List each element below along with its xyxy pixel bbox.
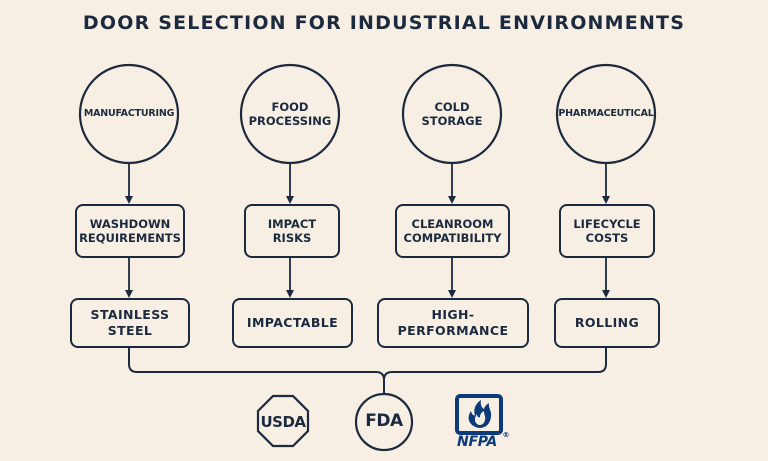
industry-circle — [78, 63, 180, 165]
diagram-shapes — [70, 63, 660, 348]
usda-logo-text: USDA — [260, 412, 306, 431]
diagram-title: DOOR SELECTION FOR INDUSTRIAL ENVIRONMEN… — [82, 12, 686, 34]
nfpa-logo-mark — [455, 394, 503, 435]
requirement-box — [559, 204, 655, 258]
requirement-label-line: REQUIREMENTS — [79, 231, 181, 245]
door-type-label: ROLLING — [555, 299, 659, 347]
industry-label-line: FOOD — [271, 99, 309, 114]
door-type-label-line: STEEL — [107, 323, 153, 338]
industry-circle — [555, 63, 657, 165]
industry-label: PHARMACEUTICAL — [558, 84, 654, 144]
fda-badge-outline — [354, 392, 414, 452]
industry-circle — [401, 63, 503, 165]
door-type-label-line: STAINLESS — [90, 307, 170, 323]
merge-connector — [128, 347, 607, 394]
requirement-label-line: WASHDOWN — [89, 216, 171, 231]
fda-logo-text: FDA — [365, 411, 403, 432]
door-type-label-line: IMPACTABLE — [246, 315, 339, 331]
industry-label-line: MANUFACTURING — [83, 108, 175, 120]
door-type-label-line: ROLLING — [574, 315, 640, 331]
nfpa-registered-mark: ® — [502, 430, 510, 439]
requirement-label-line: RISKS — [272, 231, 312, 245]
requirement-label-line: LIFECYCLE — [573, 216, 641, 231]
door-type-label: HIGH-PERFORMANCE — [378, 299, 528, 347]
door-type-box — [554, 298, 660, 348]
industry-label-line: COLD — [434, 99, 470, 114]
industry-circle — [239, 63, 341, 165]
connector-lines — [125, 163, 610, 394]
nfpa-logo-text: NFPA — [457, 434, 497, 451]
requirement-box — [75, 204, 185, 258]
requirement-label-line: COMPATIBILITY — [403, 231, 502, 245]
door-type-box — [377, 298, 529, 348]
usda-badge-outline — [256, 394, 310, 448]
requirement-box — [395, 204, 510, 258]
requirement-label-line: IMPACT — [267, 216, 317, 231]
industry-label-line: PROCESSING — [248, 114, 332, 128]
door-type-label: IMPACTABLE — [233, 299, 352, 347]
industry-label: MANUFACTURING — [83, 84, 175, 144]
certification-logos — [256, 392, 503, 452]
requirement-label-line: CLEANROOM — [411, 216, 494, 231]
door-type-box — [70, 298, 190, 348]
industry-label-line: STORAGE — [421, 114, 483, 128]
industry-label-line: PHARMACEUTICAL — [558, 108, 654, 120]
requirement-box — [244, 204, 340, 258]
requirement-label-line: COSTS — [585, 231, 629, 245]
door-type-label-line: HIGH-PERFORMANCE — [397, 307, 509, 338]
door-type-box — [232, 298, 353, 348]
